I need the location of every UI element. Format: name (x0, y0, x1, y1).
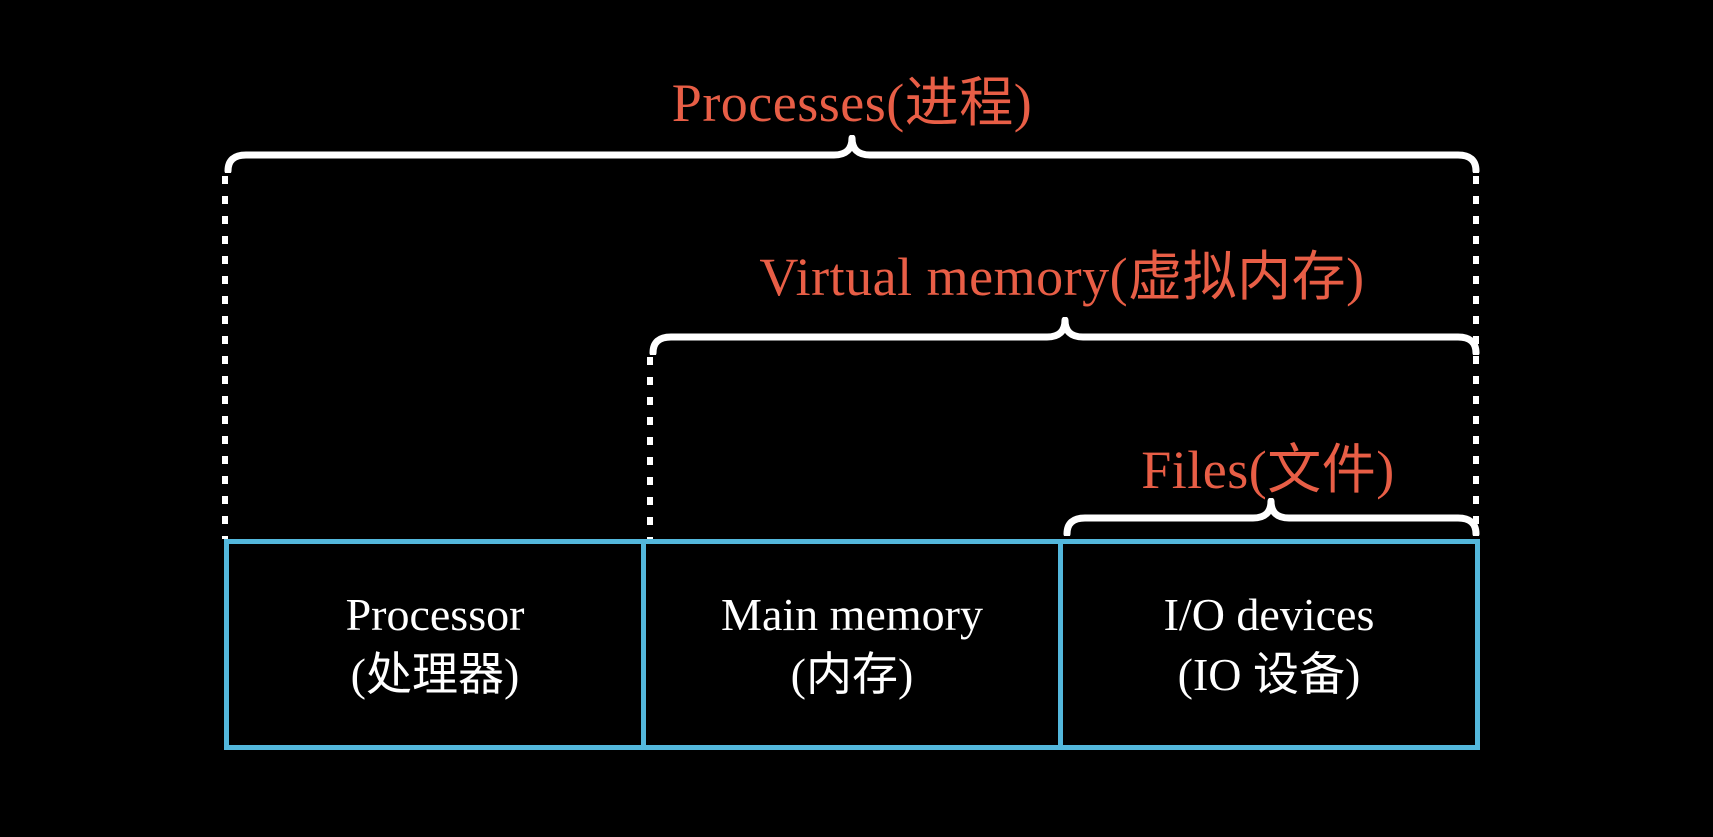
hardware-box: Processor (处理器) Main memory (内存) I/O dev… (224, 539, 1480, 750)
io-devices-name: I/O devices (1163, 588, 1375, 640)
hardware-cell-io-devices: I/O devices (IO 设备) (1063, 544, 1475, 745)
dotted-line-middle (647, 357, 653, 539)
virtual-memory-label: Virtual memory(虚拟内存) (759, 247, 1365, 307)
processor-subname: (处理器) (350, 648, 520, 700)
dotted-line-left (222, 176, 228, 539)
hardware-cell-main-memory: Main memory (内存) (646, 544, 1063, 745)
files-brace-icon (1063, 498, 1480, 536)
main-memory-subname: (内存) (790, 648, 914, 700)
io-devices-subname: (IO 设备) (1177, 648, 1361, 700)
main-memory-name: Main memory (721, 588, 983, 640)
processor-name: Processor (345, 588, 525, 640)
virtual-memory-brace-icon (649, 317, 1480, 355)
processes-label: Processes(进程) (671, 73, 1033, 133)
hardware-cell-processor: Processor (处理器) (229, 544, 646, 745)
dotted-line-right (1473, 176, 1479, 536)
files-label: Files(文件) (1141, 440, 1395, 500)
processes-brace-icon (224, 135, 1480, 173)
